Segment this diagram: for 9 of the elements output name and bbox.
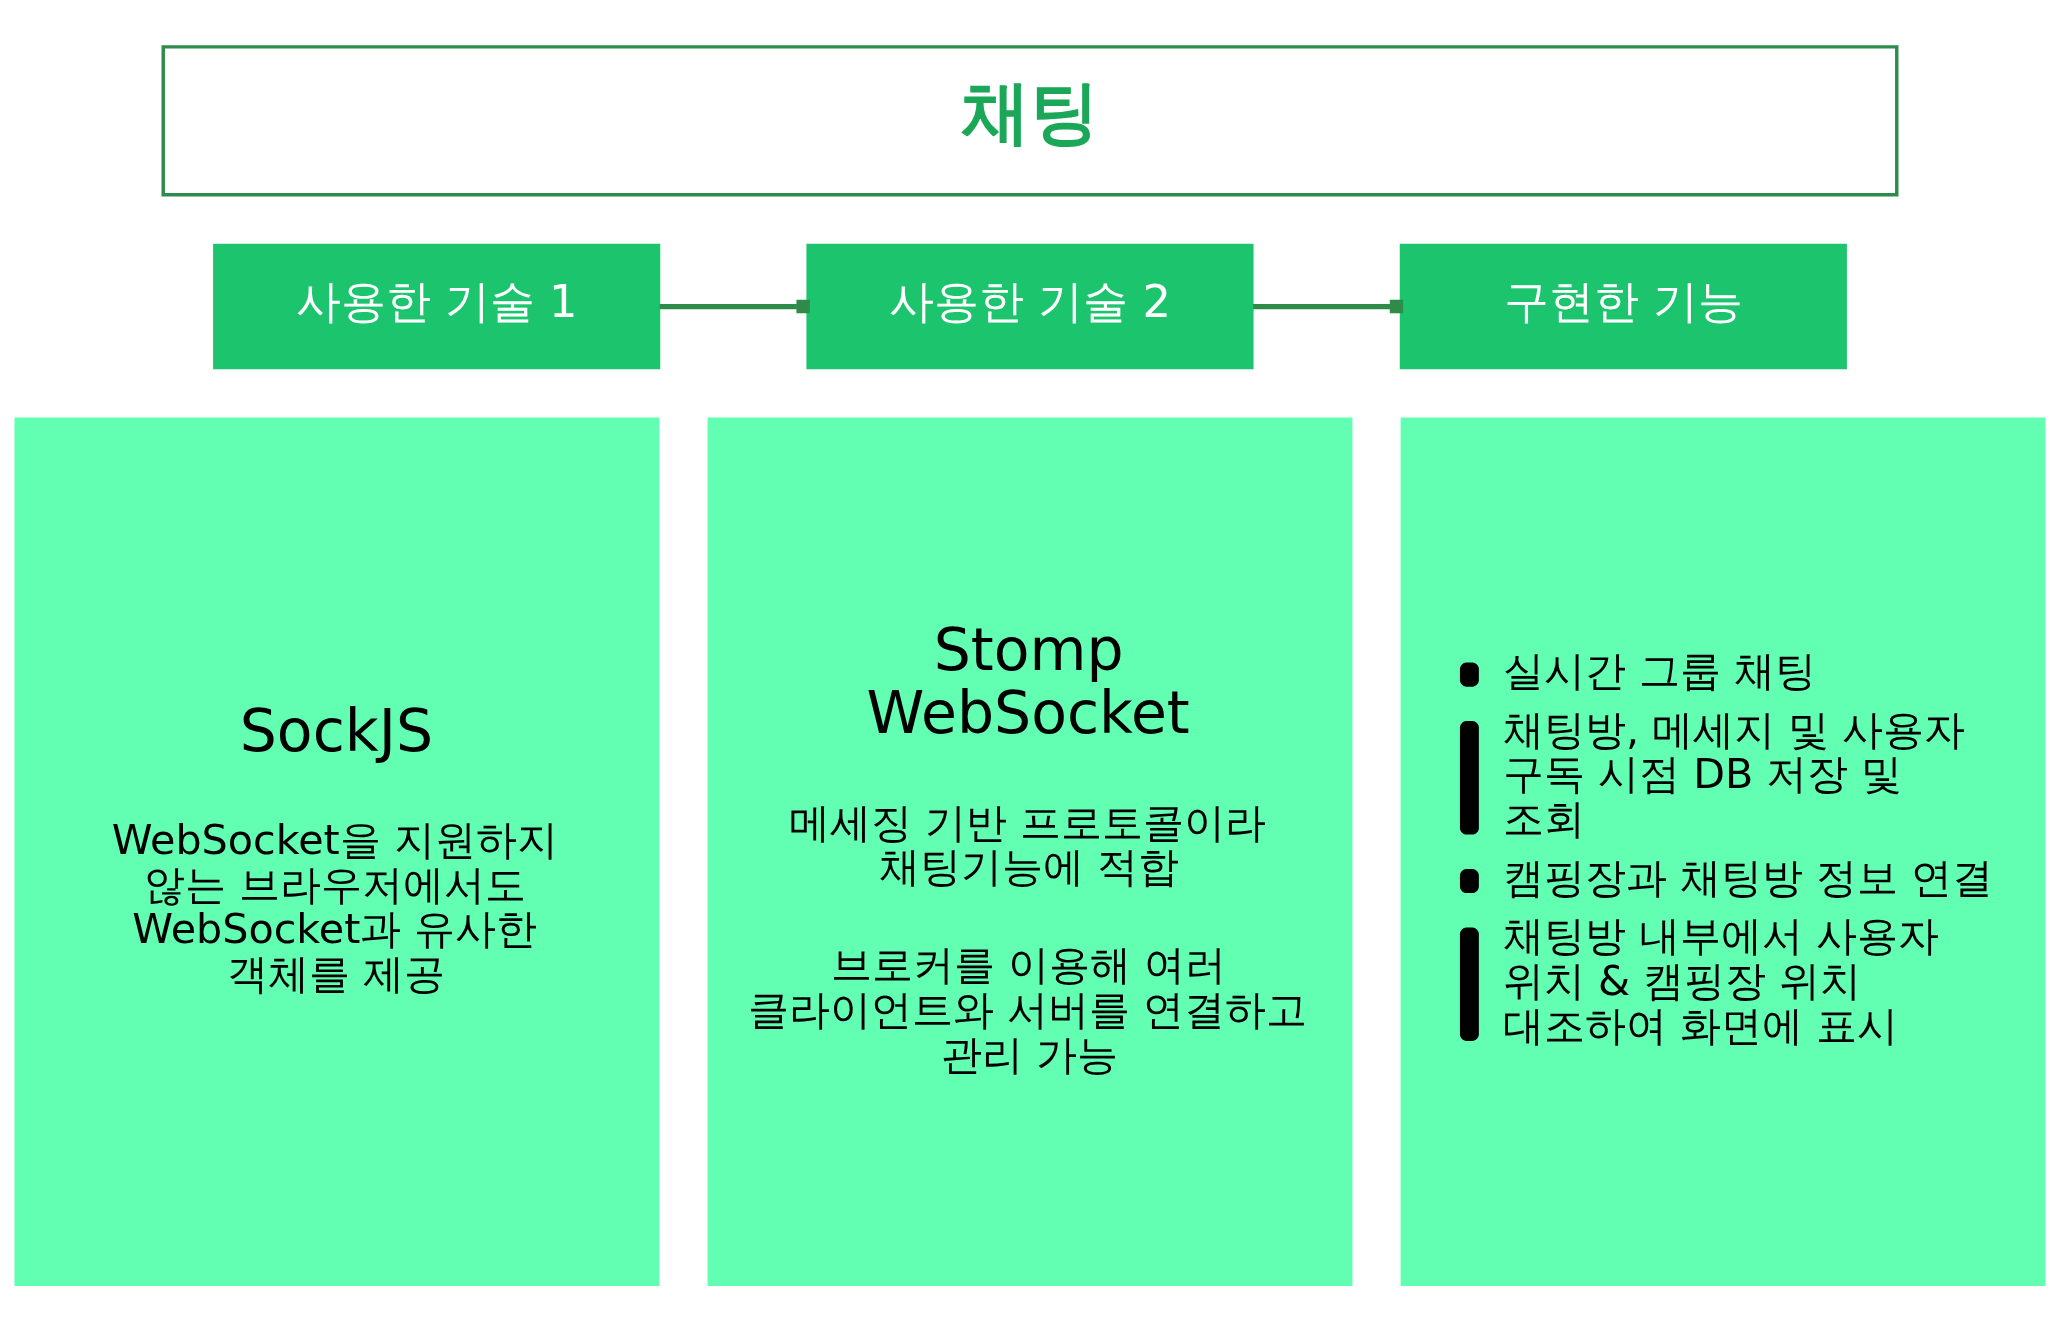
connector	[1253, 299, 1404, 313]
node-box: 실시간 그룹 채팅 채팅방, 메세지 및 사용자 구독 시점 DB 저장 및 조회 캠핑장과 채팅방 정보 연결 채팅방 내부에서 사용자 위치 & 캠핑장 위치 대조하여 화면에 표시	[1400, 417, 2046, 1286]
node-box: 구현한 기능	[1399, 243, 1847, 369]
node-box: 채팅	[161, 44, 1899, 196]
node-box: 사용한 기술 2	[806, 243, 1254, 369]
node-box: SockJS WebSocket을 지원하지 않는 브라우저에서도 WebSocket과 유사한 객체를 제공	[14, 417, 660, 1286]
node-box: Stomp WebSocket 메세징 기반 프로토콜이라 채팅기능에 적합 브로커를 이용해 여러 클라이언트와 서버를 연결하고 관리 가능	[707, 417, 1353, 1286]
node-box: 사용한 기술 1	[213, 243, 661, 369]
connector	[659, 299, 810, 313]
